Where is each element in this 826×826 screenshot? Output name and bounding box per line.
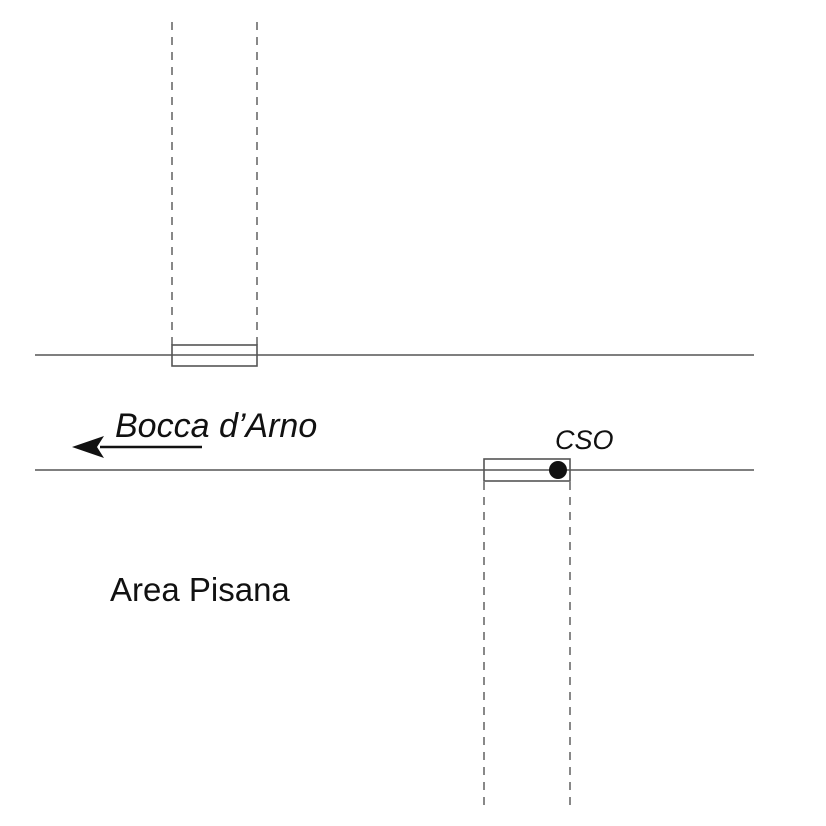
cso-label: CSO xyxy=(555,425,614,455)
upper-structure xyxy=(171,344,258,367)
cso-outfall-marker xyxy=(549,461,567,479)
flow-direction-arrow xyxy=(72,436,202,458)
area-label: Area Pisana xyxy=(110,571,290,608)
lower-structure xyxy=(483,458,571,482)
river-mouth-label: Bocca d’Arno xyxy=(115,407,317,445)
